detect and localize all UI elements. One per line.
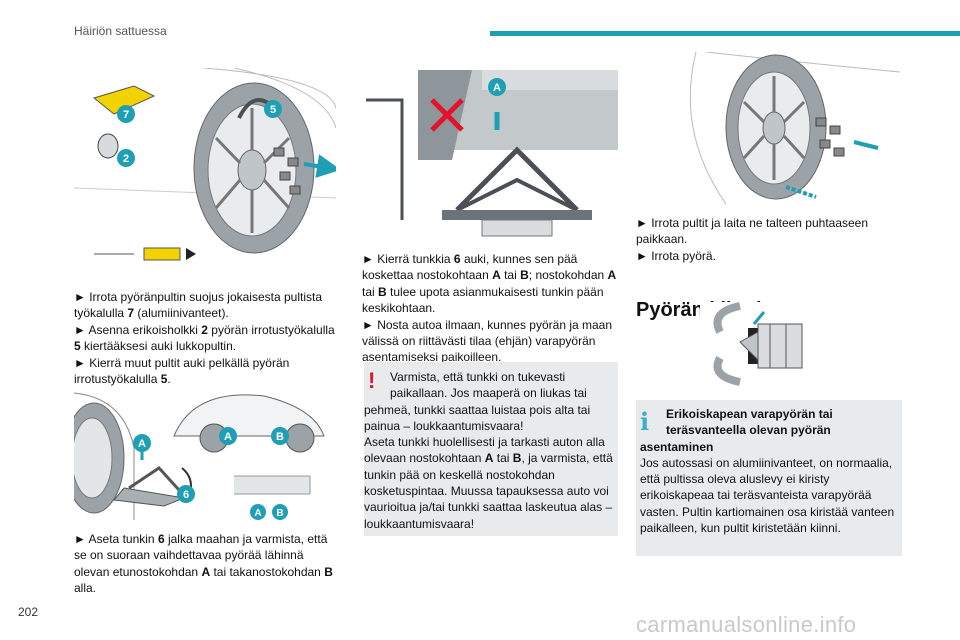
figure-wheel-removal bbox=[636, 51, 901, 205]
paragraph-raise-car: ► Nosta autoa ilmaan, kunnes pyörän ja m… bbox=[362, 317, 613, 365]
paragraph-remove-bolts: ► Irrota pultit ja laita ne talteen puht… bbox=[636, 216, 869, 247]
warning-box bbox=[364, 362, 618, 536]
info-text: Erikoiskapean varapyörän tai teräsvantee… bbox=[640, 407, 895, 536]
column-1-text-bottom: ► Aseta tunkin 6 jalka maahan ja varmist… bbox=[74, 531, 340, 597]
callout-A-jack: A bbox=[493, 82, 501, 94]
column-2-text: ► Kierrä tunkkia 6 auki, kunnes sen pää … bbox=[362, 251, 620, 366]
callout-6: 6 bbox=[183, 489, 189, 501]
callout-B-sill: B bbox=[276, 508, 283, 519]
column-1-text: ► Irrota pyöränpultin suojus jokaisesta … bbox=[74, 289, 340, 387]
callout-A-car: A bbox=[224, 431, 232, 443]
page-number: 202 bbox=[18, 605, 39, 619]
figure-wheel-bolt-removal: 7 5 2 bbox=[73, 67, 341, 264]
callout-A-sill: A bbox=[254, 508, 261, 519]
paragraph-remove-wheel: ► Irrota pyörä. bbox=[636, 248, 716, 263]
callout-2: 2 bbox=[123, 153, 129, 165]
callout-7: 7 bbox=[123, 109, 129, 121]
figure-jack-lifting: A bbox=[362, 70, 618, 240]
header-accent-bar bbox=[490, 31, 960, 36]
callout-5: 5 bbox=[270, 104, 276, 116]
paragraph-place-jack: ► Aseta tunkin 6 jalka maahan ja varmist… bbox=[74, 532, 333, 596]
running-header: Häiriön sattuessa bbox=[74, 24, 167, 38]
figure-jack-points: A 6 A B A B bbox=[63, 388, 330, 520]
paragraph-install-socket: ► Asenna erikoisholkki 2 pyörän irrotust… bbox=[74, 322, 335, 354]
paragraph-remove-covers: ► Irrota pyöränpultin suojus jokaisesta … bbox=[74, 290, 323, 321]
callout-B-car: B bbox=[276, 431, 284, 443]
callout-A: A bbox=[138, 438, 146, 450]
warning-text: Varmista, että tunkki on tukevasti paika… bbox=[364, 370, 613, 531]
column-3-text: ► Irrota pultit ja laita ne talteen puht… bbox=[636, 215, 902, 264]
paragraph-raise-jack: ► Kierrä tunkkia 6 auki, kunnes sen pää … bbox=[362, 252, 617, 316]
figure-bolt-detail bbox=[700, 302, 810, 386]
paragraph-loosen-bolts: ► Kierrä muut pultit auki pelkällä pyörä… bbox=[74, 355, 290, 387]
info-box bbox=[636, 400, 902, 556]
watermark: carmanualsonline.info bbox=[636, 612, 857, 637]
info-icon: i bbox=[640, 407, 650, 436]
warning-icon: ! bbox=[368, 368, 376, 393]
